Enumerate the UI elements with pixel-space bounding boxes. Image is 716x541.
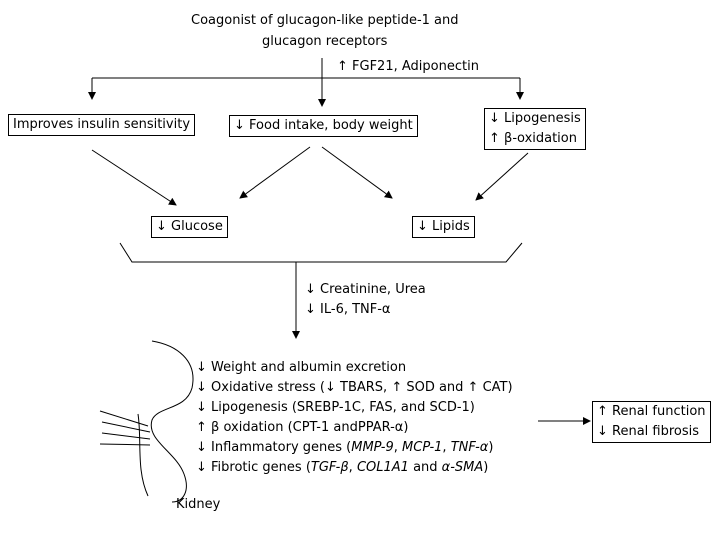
effect-oxidative-stress: ↓ Oxidative stress (↓ TBARS, ↑ SOD and ↑… (196, 380, 513, 395)
title-line-1: Coagonist of glucagon-like peptide-1 and (191, 13, 459, 28)
fibrotic-suffix: ) (483, 460, 489, 475)
lipids-box: ↓ Lipids (412, 216, 475, 238)
lipogenesis-box: ↓ Lipogenesis ↑ β-oxidation (484, 108, 586, 150)
effect-lipogenesis: ↓ Lipogenesis (SREBP-1C, FAS, and SCD-1) (196, 400, 475, 415)
gene-asma: α-SMA (441, 460, 484, 475)
arrow-insulin-to-glucose (91, 149, 177, 206)
insulin-sensitivity-box: Improves insulin sensitivity (8, 114, 196, 136)
inflammatory-prefix: ↓ Inflammatory genes ( (196, 440, 352, 455)
brace-line (119, 242, 523, 263)
kidney-inner-curve (137, 413, 149, 497)
glucose-box: ↓ Glucose (151, 216, 228, 238)
gene-tnfa: TNF-α (450, 440, 489, 455)
kidney-vessel-4 (99, 443, 151, 446)
gene-mcp1: MCP-1 (402, 440, 443, 455)
gene-mmp9: MMP-9 (351, 440, 394, 455)
effect-beta-oxidation: ↑ β oxidation (CPT-1 andPPAR-α) (196, 420, 409, 435)
fibrotic-sep-2: and (408, 460, 442, 475)
fibrotic-prefix: ↓ Fibrotic genes ( (196, 460, 311, 475)
kidney-vessel-2 (101, 421, 151, 433)
lipogenesis-label: ↓ Lipogenesis (489, 111, 581, 126)
arrow-lipogenesis-to-lipids (475, 152, 529, 201)
gene-tgfb: TGF-β (310, 460, 349, 475)
fgf21-adiponectin-label: ↑ FGF21, Adiponectin (337, 59, 479, 74)
inflammatory-sep-2: , (442, 440, 451, 455)
title-line-2: glucagon receptors (262, 34, 388, 49)
kidney-vessel-1 (99, 410, 149, 427)
arrow-food-to-lipids (321, 146, 393, 199)
effect-inflammatory-genes: ↓ Inflammatory genes (MMP-9, MCP-1, TNF-… (196, 438, 513, 458)
gene-col1a1: COL1A1 (356, 460, 409, 475)
effect-weight-albumin: ↓ Weight and albumin excretion (196, 360, 407, 375)
kidney-outline (150, 340, 194, 503)
il6-tnf-label: ↓ IL-6, TNF-α (305, 302, 391, 317)
beta-oxidation-label: ↑ β-oxidation (489, 131, 577, 146)
fibrotic-sep-1: , (348, 460, 357, 475)
kidney-label: Kidney (176, 497, 221, 512)
renal-outcomes-box: ↑ Renal function ↓ Renal fibrosis (592, 401, 711, 443)
inflammatory-suffix: ) (488, 440, 494, 455)
kidney-vessel-3 (101, 432, 151, 440)
arrow-food-to-glucose (239, 146, 311, 199)
food-intake-box: ↓ Food intake, body weight (229, 115, 418, 137)
effect-fibrotic-genes: ↓ Fibrotic genes (TGF-β, COL1A1 and α-SM… (196, 458, 513, 478)
renal-fibrosis-label: ↓ Renal fibrosis (597, 424, 700, 439)
inflammatory-sep-1: , (393, 440, 403, 455)
kidney-effects-list: ↓ Weight and albumin excretion ↓ Oxidati… (196, 358, 513, 478)
creatinine-urea-label: ↓ Creatinine, Urea (305, 282, 426, 297)
renal-function-label: ↑ Renal function (597, 404, 706, 419)
